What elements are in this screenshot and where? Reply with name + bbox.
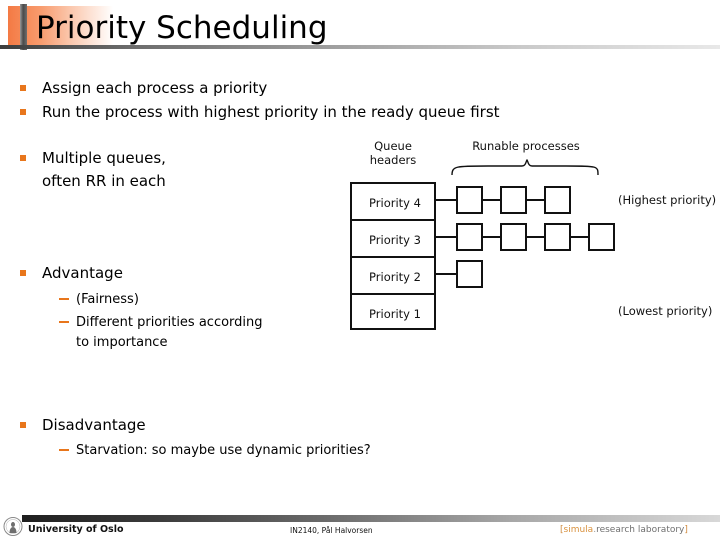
process-box [500,186,527,214]
queue-header-row-priority-1: Priority 1 [369,306,421,321]
simula-tagline: research laboratory [596,525,685,535]
title-vertical-bar [20,4,27,50]
process-box [544,223,571,251]
queue-connector [571,236,588,238]
sub-bullet-starvation: Starvation: so maybe use dynamic priorit… [59,441,371,460]
process-box [456,260,483,288]
runable-processes-brace-icon [451,159,599,176]
queue-connector [527,199,544,201]
process-box [456,186,483,214]
queue-connector [436,273,456,275]
queue-connector [436,236,456,238]
bullet-text-line2: often RR in each [42,172,166,190]
bullet-square-icon [20,85,26,91]
bracket-open: [ [560,525,564,535]
bullet-text: Run the process with highest priority in… [42,103,500,121]
simula-dot: . [593,525,597,535]
sub-bullet-text: (Fairness) [76,292,139,307]
title-underline-rule [0,45,720,49]
bullet-item-3: Multiple queues, often RR in each [20,148,166,192]
bullet-square-icon [20,270,26,276]
row-divider [352,293,434,295]
sub-bullet-text: Starvation: so maybe use dynamic priorit… [76,443,371,458]
priority-queue-diagram: Queue headers Runable processes Priority… [330,135,720,335]
queue-header-row-priority-2: Priority 2 [369,269,421,284]
row-divider [352,256,434,258]
bullet-text: Advantage [42,264,123,282]
queue-connector [483,199,500,201]
bullet-square-icon [20,109,26,115]
bullet-text: Multiple queues, [42,149,166,167]
dash-icon [59,321,69,323]
page-title: Priority Scheduling [36,10,328,46]
process-box [588,223,615,251]
queue-connector [436,199,456,201]
sub-bullet-different-priorities: Different priorities according to import… [59,313,263,352]
bullet-text: Assign each process a priority [42,79,268,97]
bullet-square-icon [20,422,26,428]
university-label: University of Oslo [28,524,124,535]
process-box [500,223,527,251]
university-of-oslo-seal-icon [3,517,23,536]
queue-header-column: Priority 4 Priority 3 Priority 2 Priorit… [350,182,436,330]
queue-header-row-priority-3: Priority 3 [369,232,421,247]
process-box [456,223,483,251]
course-footer-label: IN2140, Pål Halvorsen [290,526,373,535]
highest-priority-note: (Highest priority) [618,193,717,207]
runable-processes-label: Runable processes [472,139,580,153]
lowest-priority-note: (Lowest priority) [618,304,713,318]
bullet-text: Disadvantage [42,416,146,434]
footer-rule [22,515,720,522]
bullet-item-disadvantage: Disadvantage [20,415,146,436]
bullet-item-2: Run the process with highest priority in… [20,102,500,123]
dash-icon [59,298,69,300]
simula-name: simula [563,525,594,535]
sub-bullet-text-line2: to importance [76,335,168,350]
row-divider [352,219,434,221]
queue-headers-label: Queue headers [369,139,417,167]
bracket-close: ] [684,525,688,535]
queue-connector [483,236,500,238]
dash-icon [59,449,69,451]
bullet-item-advantage: Advantage [20,263,123,284]
queue-header-row-priority-4: Priority 4 [369,195,421,210]
bullet-item-1: Assign each process a priority [20,78,268,99]
title-band: Priority Scheduling [0,4,720,50]
process-box [544,186,571,214]
bullet-square-icon [20,155,26,161]
simula-research-laboratory-logo: [simula.research laboratory] [560,525,688,535]
queue-connector [527,236,544,238]
sub-bullet-fairness: (Fairness) [59,290,139,309]
sub-bullet-text: Different priorities according [76,315,263,330]
